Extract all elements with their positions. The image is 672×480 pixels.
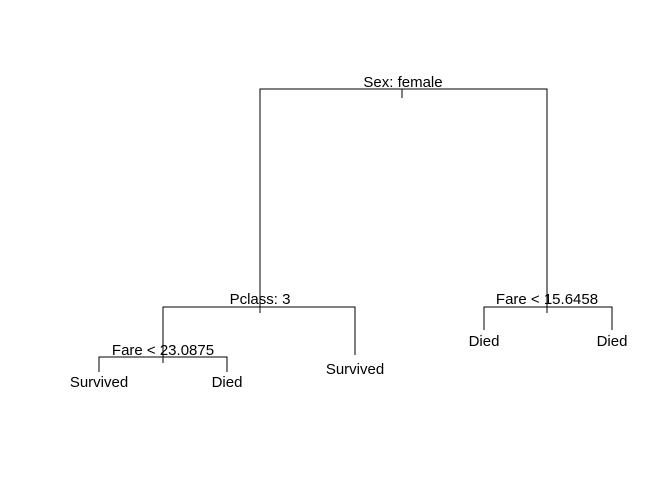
fare-23-split-edges — [98, 356, 228, 372]
pclass-split-label: Pclass: 3 — [230, 291, 291, 308]
root-split-edges — [259, 88, 548, 307]
leaf-died-fare-right: Died — [597, 333, 628, 350]
fare-15-split-edges — [483, 306, 613, 330]
fare-23-split-label: Fare < 23.0875 — [112, 342, 214, 359]
fare-15-split-label: Fare < 15.6458 — [496, 291, 598, 308]
leaf-survived-left: Survived — [70, 374, 128, 391]
leaf-died-fare-left: Died — [469, 333, 500, 350]
pclass-split-edges — [162, 306, 356, 357]
leaf-survived-pclass: Survived — [326, 361, 384, 378]
leaf-died-left: Died — [212, 374, 243, 391]
root-split-label: Sex: female — [363, 74, 442, 91]
